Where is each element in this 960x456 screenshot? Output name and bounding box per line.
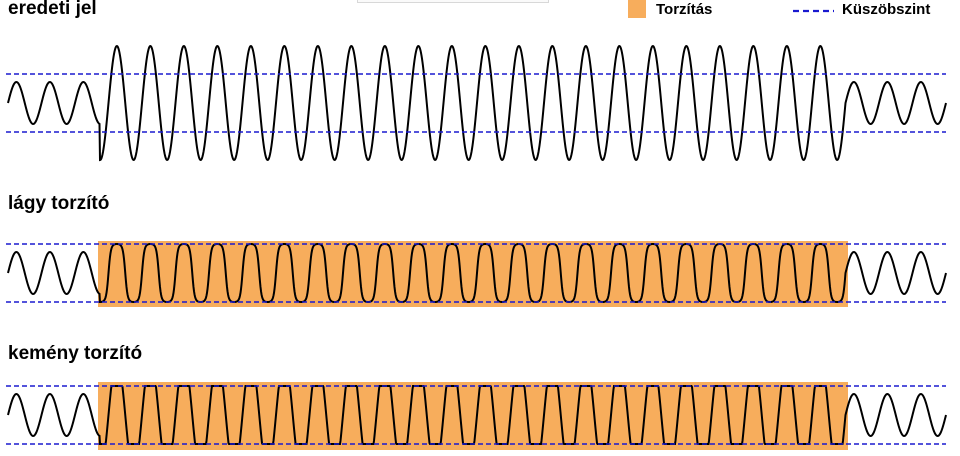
soft-distortion-panel [6, 241, 947, 307]
original-signal-panel [6, 44, 947, 162]
waveform [7, 242, 947, 304]
top-edge-box [357, 0, 549, 3]
legend-distortion-label: Torzítás [656, 1, 713, 18]
distortion-swatch [628, 0, 646, 18]
legend-threshold-label: Küszöbszint [842, 1, 931, 18]
waveform [7, 44, 947, 162]
original-signal-title: eredeti jel [8, 0, 97, 19]
soft-distortion-title: lágy torzító [8, 193, 110, 214]
hard-distortion-panel [6, 382, 947, 450]
threshold-legend-line [793, 9, 834, 13]
waveform [7, 385, 947, 445]
hard-distortion-title: kemény torzító [8, 343, 143, 364]
